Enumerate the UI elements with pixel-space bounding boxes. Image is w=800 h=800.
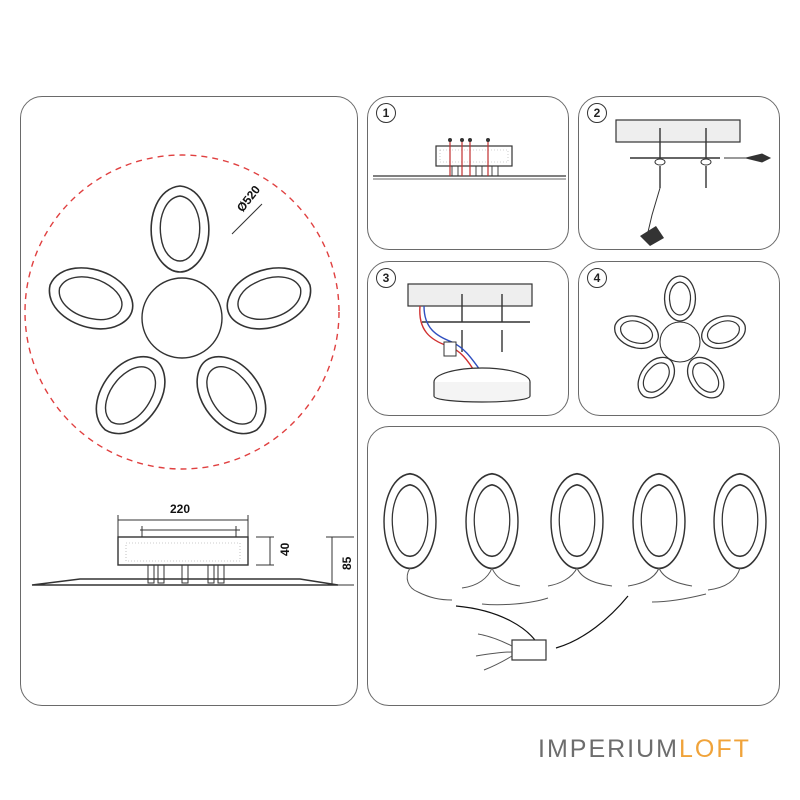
step-1-panel: [367, 96, 569, 250]
petal-bottom-left: [81, 342, 181, 448]
step-3-number: 3: [376, 268, 396, 288]
brand-part-1: IMPERIUM: [538, 735, 679, 763]
overview-panel: [20, 96, 358, 706]
total-height-label: 85: [340, 556, 354, 570]
step-2-number: 2: [587, 103, 607, 123]
wiring-drawing: [383, 472, 767, 671]
side-view: [31, 515, 354, 586]
center-hub: [141, 277, 223, 359]
brand-part-2: LOFT: [679, 735, 751, 763]
module-1: [383, 472, 437, 570]
body-height-label: 40: [278, 542, 292, 556]
step-4-number: 4: [587, 268, 607, 288]
step-1-drawing: [373, 138, 566, 180]
step-4-panel: [578, 261, 780, 416]
module-3: [550, 472, 604, 570]
petal-right: [218, 256, 320, 340]
width-label: 220: [170, 502, 191, 516]
petal-bottom-right: [181, 342, 281, 448]
diameter-circle: [24, 154, 340, 470]
module-2: [465, 472, 519, 570]
step-1-number: 1: [376, 103, 396, 123]
module-4: [632, 472, 686, 570]
step-2-drawing: [615, 119, 772, 246]
brand-logo: IMPERIUMLOFT: [538, 735, 751, 764]
petal-left: [40, 256, 142, 340]
wiring-panel: [367, 426, 780, 706]
step-3-drawing: [407, 283, 533, 403]
module-5: [713, 472, 767, 570]
petal-top: [150, 185, 210, 273]
step-4-drawing: [609, 275, 751, 406]
